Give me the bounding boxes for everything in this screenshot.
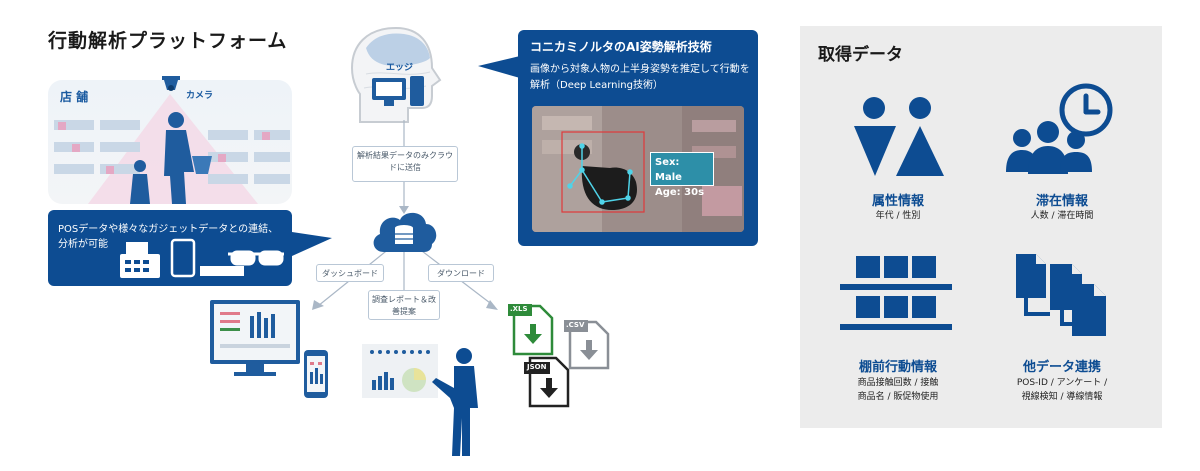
sex-age-overlay: Sex: Male Age: 30s — [650, 152, 714, 198]
category-shelf-sub-1: 商品接触回数 / 接触 — [857, 378, 939, 388]
ai-pointer — [478, 56, 520, 78]
scanner-icon — [200, 266, 244, 276]
pos-devices — [120, 238, 284, 278]
documents-icon — [1016, 254, 1106, 336]
pos-text: POSデータや様々なガジェットデータとの連結、分析が可能 — [58, 224, 279, 250]
category-shelf-sub-2: 商品名 / 販促物使用 — [857, 392, 939, 402]
ai-description: 画像から対象人物の上半身姿勢を推定して行動を解析（Deep Learning技術… — [530, 64, 750, 91]
people-clock-icon — [1006, 83, 1113, 174]
json-label: JSON — [527, 363, 547, 371]
xls-file-icon — [508, 304, 554, 356]
category-integration-title: 他データ連携 — [1022, 360, 1101, 375]
download-label: ダウンロード — [428, 264, 494, 282]
csv-label: .CSV — [566, 321, 585, 329]
smartphone-icon — [170, 238, 196, 278]
store-label: 店 舗 — [60, 90, 89, 104]
computer-icon — [372, 76, 424, 106]
smartphone-dashboard-icon — [304, 350, 328, 398]
page-title: 行動解析プラットフォーム — [48, 30, 288, 52]
shelf-icon — [840, 256, 952, 330]
register-icon — [120, 242, 160, 278]
report-label: 調査レポート＆改善提案 — [368, 290, 440, 320]
category-stay-title: 滞在情報 — [1035, 194, 1088, 209]
ai-title: コニカミノルタのAI姿勢解析技術 — [530, 40, 712, 54]
store-panel — [48, 80, 292, 204]
camera-icon — [162, 76, 180, 91]
xls-label: .XLS — [510, 305, 528, 313]
sex-label: Sex: Male — [655, 157, 682, 183]
json-file-icon — [524, 356, 570, 408]
glasses-icon — [228, 250, 284, 266]
category-stay-sub: 人数 / 滞在時間 — [1030, 211, 1094, 221]
pos-pointer — [292, 232, 332, 256]
store-illustration — [54, 94, 290, 204]
dashboard-label: ダッシュボード — [316, 264, 384, 282]
gender-icon — [854, 97, 944, 176]
age-label: Age: 30s — [655, 187, 705, 198]
send-label: 解析結果データのみクラウドに送信 — [352, 146, 458, 182]
category-attribute-sub: 年代 / 性別 — [875, 211, 921, 221]
edge-brain-icon — [350, 26, 442, 123]
edge-label: エッジ — [386, 63, 414, 73]
report-presentation-icon — [362, 344, 478, 456]
category-attribute-title: 属性情報 — [871, 194, 924, 209]
cloud-database-icon — [373, 212, 437, 252]
camera-label: カメラ — [186, 91, 214, 101]
category-shelf-title: 棚前行動情報 — [858, 360, 937, 375]
category-integration-sub-2: 視線検知 / 導線情報 — [1021, 392, 1103, 402]
presenter-icon — [432, 348, 478, 456]
pos-info-box — [48, 210, 292, 286]
csv-file-icon — [564, 320, 610, 370]
category-integration-sub-1: POS-ID / アンケート / — [1016, 378, 1108, 388]
dashboard-monitor-icon — [210, 300, 328, 398]
acquired-data-title: 取得データ — [818, 45, 903, 65]
download-files-icon — [508, 304, 610, 408]
